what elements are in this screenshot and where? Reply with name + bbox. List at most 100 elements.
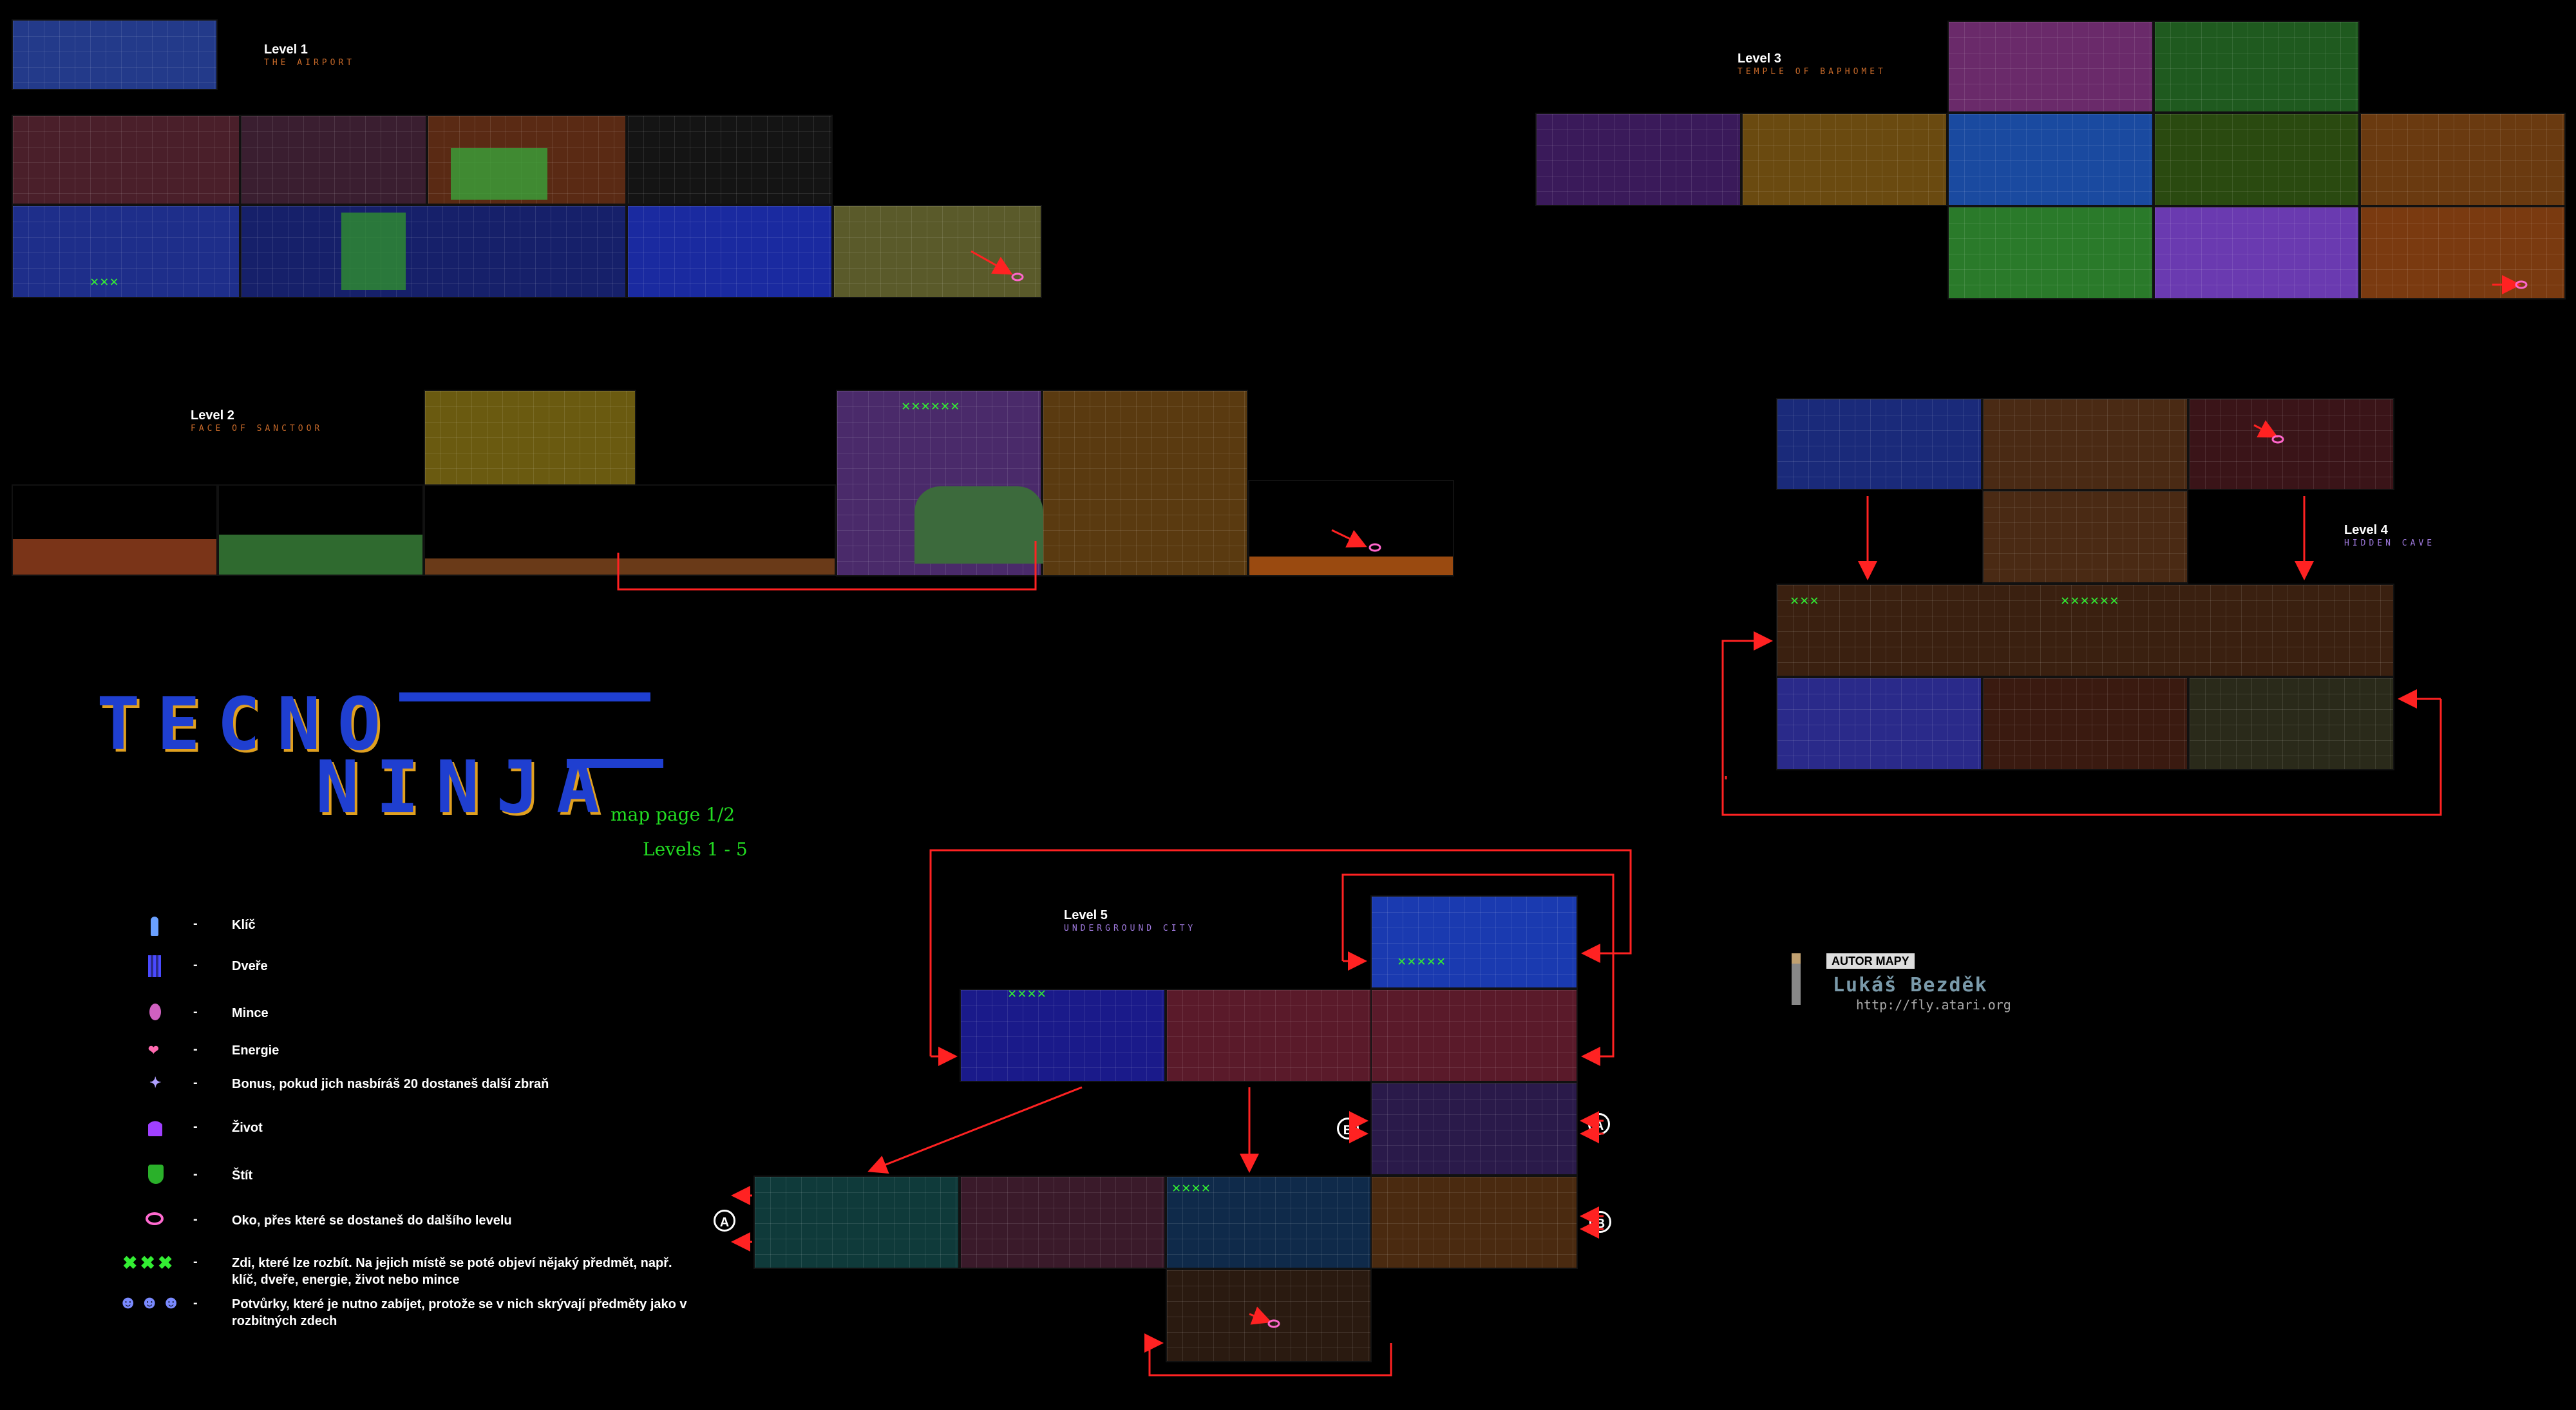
level-2-ground-1	[12, 484, 218, 576]
legend-text: Oko, přes které se dostaneš do dalšího l…	[232, 1214, 512, 1228]
author-url[interactable]: http://fly.atari.org	[1856, 997, 2011, 1013]
level-3-room-violet	[2154, 206, 2360, 300]
map-page-label: map page 1/2	[611, 804, 735, 825]
level-1-room-blue-3	[627, 205, 833, 298]
breakable-wall-icon: ✖✖✖	[122, 1253, 176, 1273]
level-4-cave-bottom-mid	[1982, 677, 2188, 770]
bonus-icon: ✦	[149, 1074, 162, 1091]
author-badge: AUTOR MAPY	[1826, 953, 1915, 969]
portal-marker-b-right: B	[1589, 1211, 1611, 1233]
portal-marker-a-left: A	[714, 1210, 735, 1232]
legend-text: Mince	[232, 1006, 269, 1020]
level-2-subtitle: FACE OF SANCTOOR	[191, 424, 323, 433]
level-4-cave-top-right	[2188, 398, 2394, 490]
breakable-wall-marker: ✕✕✕✕✕	[1397, 953, 1447, 969]
logo-underline-2	[567, 759, 663, 768]
legend-item: - Život	[148, 1116, 263, 1136]
level-5-room-lower-4	[1370, 1176, 1578, 1269]
portal-marker-a-right: A	[1588, 1113, 1610, 1135]
legend-item: - Mince	[148, 1004, 269, 1022]
level-4-shaft	[1982, 490, 2188, 584]
level-3-room-orange	[1741, 113, 1947, 206]
level-2-green-dome	[914, 486, 1043, 564]
level-1-tower	[12, 19, 218, 90]
level-2-tower-yellow	[424, 390, 636, 486]
coin-icon	[149, 1004, 161, 1020]
author-name: Lukáš Bezděk	[1833, 974, 1988, 996]
level-5-room-bottom	[1166, 1269, 1372, 1362]
logo-tecno: TECNO	[97, 683, 398, 767]
monster-icon: ☻☻☻	[118, 1292, 184, 1312]
level-4-cave-top-left	[1776, 398, 1982, 490]
key-icon	[151, 917, 158, 936]
level-4-cave-bottom-left	[1776, 677, 1982, 770]
door-icon	[148, 955, 161, 977]
eye-portal-icon	[146, 1212, 164, 1225]
breakable-wall-marker: ✕✕✕✕	[1172, 1180, 1211, 1196]
level-1-airport-green-block	[451, 148, 547, 200]
breakable-wall-marker: ✕✕✕	[90, 274, 120, 290]
breakable-wall-marker: ✕✕✕✕	[1008, 986, 1047, 1002]
level-4-cave-top-mid	[1982, 398, 2188, 490]
level-5-room-upper-right	[1370, 989, 1578, 1082]
legend-text: Život	[232, 1121, 263, 1135]
level-4-title: Level 4	[2344, 523, 2388, 537]
level-1-green-stair	[341, 213, 406, 290]
level-1-subtitle: THE AIRPORT	[264, 58, 355, 68]
legend-text: Bonus, pokud jich nasbíráš 20 dostaneš d…	[232, 1077, 549, 1091]
legend-text: Štít	[232, 1168, 253, 1183]
level-3-room-green-bottom	[1947, 206, 2154, 300]
level-5-room-upper-left	[960, 989, 1166, 1082]
legend-item: ☻☻☻ - Potvůrky, které je nutno zabíjet, …	[118, 1292, 696, 1329]
level-3-room-pink	[1947, 21, 2154, 113]
level-4-subtitle: HIDDEN CAVE	[2344, 538, 2436, 548]
level-5-room-top-right	[1370, 895, 1578, 989]
level-5-room-lower-2	[960, 1176, 1166, 1269]
shield-icon	[148, 1165, 164, 1184]
level-3-room-purple	[1535, 113, 1741, 206]
level-5-room-lower-1	[753, 1176, 960, 1269]
level-5-title: Level 5	[1064, 908, 1108, 922]
level-1-room-c	[627, 115, 833, 205]
level-1-room-blue-1	[12, 205, 240, 298]
legend-item: - Dveře	[148, 955, 268, 977]
breakable-wall-marker: ✕✕✕✕✕✕	[2061, 593, 2120, 609]
level-1-room-exit	[833, 205, 1042, 298]
legend-text: Zdi, které lze rozbít. Na jejich místě s…	[232, 1256, 672, 1287]
level-1-room-blue-2	[240, 205, 627, 298]
level-5-subtitle: UNDERGROUND CITY	[1064, 924, 1197, 933]
legend-item: ✦ - Bonus, pokud jich nasbíráš 20 dostan…	[149, 1074, 549, 1091]
legend-text: Energie	[232, 1043, 279, 1058]
legend-item: - Štít	[148, 1165, 253, 1184]
breakable-wall-marker: ✕✕✕	[1790, 593, 1820, 609]
life-potion-icon	[148, 1116, 162, 1136]
arrow	[867, 1086, 1083, 1174]
level-5-room-upper-mid	[1166, 989, 1372, 1082]
level-3-room-green-mid	[2154, 113, 2360, 206]
level-1-room-red	[12, 115, 240, 205]
level-3-title: Level 3	[1738, 52, 1781, 66]
legend-item: - Oko, přes které se dostaneš do dalšího…	[146, 1212, 512, 1229]
energy-icon: ❤	[148, 1043, 159, 1058]
logo-underline-1	[399, 692, 650, 701]
logo-ninja: NINJA	[316, 746, 617, 830]
level-5-room-lower-3	[1166, 1176, 1372, 1269]
legend-item: - Klíč	[148, 917, 256, 936]
level-3-room-green-top	[2154, 21, 2360, 113]
level-2-title: Level 2	[191, 408, 234, 423]
level-2-tower-orange	[1042, 390, 1248, 576]
level-2-ground-3	[424, 484, 836, 576]
portal-marker-b-left: B	[1337, 1118, 1359, 1139]
legend-item: ❤ - Energie	[148, 1042, 279, 1058]
level-3-subtitle: TEMPLE OF BAPHOMET	[1738, 67, 1886, 77]
level-5-room-shaft	[1370, 1082, 1578, 1176]
legend-text: Potvůrky, které je nutno zabíjet, protož…	[232, 1297, 687, 1328]
author-figure-icon	[1792, 953, 1801, 1005]
level-3-room-blue	[1947, 113, 2154, 206]
level-4-cave-bottom-right	[2188, 677, 2394, 770]
level-2-ground-2	[218, 484, 424, 576]
level-3-room-orange-bottom	[2360, 206, 2566, 300]
levels-range-label: Levels 1 - 5	[643, 839, 748, 860]
legend-text: Dveře	[232, 959, 268, 973]
level-1-room-a	[240, 115, 427, 205]
